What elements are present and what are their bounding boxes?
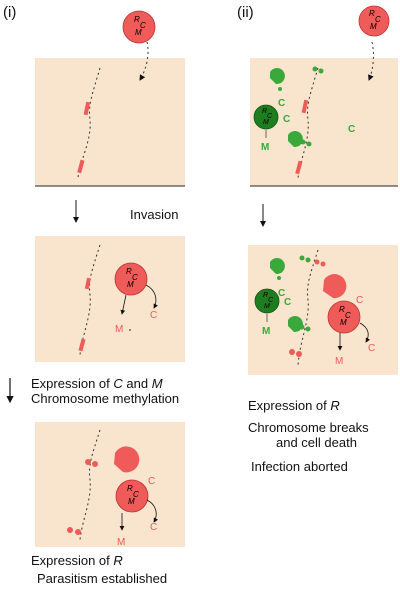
panel-label-i: (i) (3, 4, 17, 21)
step-infection-aborted: Infection aborted (251, 459, 348, 474)
svg-text:R: R (369, 9, 375, 18)
step-chromosome-breaks: Chromosome breaks (248, 420, 369, 435)
svg-text:R: R (263, 292, 268, 299)
svg-text:C: C (283, 114, 290, 125)
svg-text:C: C (278, 98, 285, 109)
step-expression-r-ii: Expression of R (248, 398, 340, 413)
svg-text:C: C (150, 310, 157, 321)
svg-text:M: M (262, 326, 270, 337)
letter-r: R (134, 15, 140, 24)
svg-text:R: R (127, 484, 133, 493)
svg-text:C: C (368, 343, 375, 354)
svg-text:C: C (150, 522, 157, 533)
cell-i-3: R C M C C M (35, 422, 185, 548)
svg-text:M: M (335, 356, 343, 367)
cell-i-1 (35, 41, 185, 187)
cell-i-2: R C M C M (35, 236, 185, 362)
step-cell-death: and cell death (276, 435, 357, 450)
svg-text:C: C (278, 288, 285, 299)
svg-text:M: M (263, 119, 269, 126)
step-invasion: Invasion (130, 207, 179, 222)
svg-text:M: M (127, 280, 134, 289)
svg-text:M: M (261, 142, 269, 153)
svg-text:C: C (268, 297, 274, 304)
cell-ii-2: C R C M C M R C M C C M (248, 245, 398, 375)
step-expression-r: Expression of R (31, 553, 123, 568)
svg-text:R: R (339, 305, 345, 314)
svg-text:C: C (356, 295, 363, 306)
svg-text:M: M (117, 537, 125, 548)
letter-m: M (135, 28, 142, 37)
svg-text:M: M (115, 324, 123, 335)
svg-text:C: C (348, 124, 355, 135)
cell-ii-1: C R C M C M C (250, 41, 398, 187)
svg-text:C: C (284, 297, 291, 308)
letter-c: C (140, 21, 146, 30)
svg-text:M: M (340, 318, 347, 327)
svg-text:R: R (262, 108, 267, 115)
plasmid-circle-ii-1: R C M (358, 5, 390, 37)
step-expression-cm: Expression of C and M (31, 376, 163, 391)
svg-text:C: C (267, 113, 273, 120)
step-parasitism: Parasitism established (37, 571, 168, 586)
svg-text:C: C (133, 490, 139, 499)
svg-text:C: C (148, 476, 155, 487)
svg-text:R: R (126, 267, 132, 276)
step-methylation: Chromosome methylation (31, 391, 180, 406)
svg-text:M: M (128, 497, 135, 506)
plasmid-circle-i-1: R C M (122, 10, 156, 44)
svg-text:M: M (264, 303, 270, 310)
svg-text:C: C (132, 273, 138, 282)
svg-text:M: M (370, 22, 377, 31)
svg-text:C: C (375, 15, 381, 24)
panel-label-ii: (ii) (237, 4, 254, 21)
svg-text:C: C (345, 311, 351, 320)
